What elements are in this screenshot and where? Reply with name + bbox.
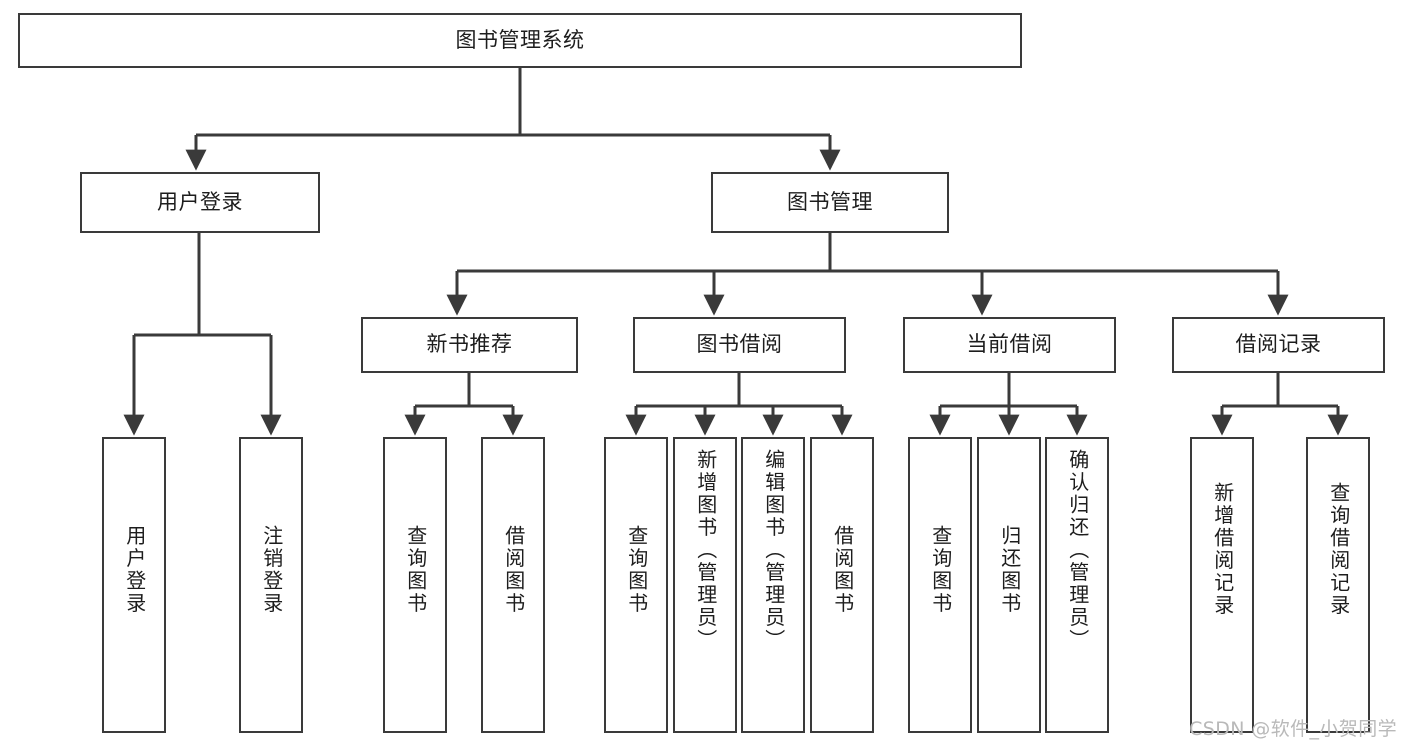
node-leaf-label: 新增借阅记录 <box>1210 482 1235 617</box>
node-book-borrow[interactable]: 图书借阅 <box>633 317 846 373</box>
node-leaf-user-login-logout[interactable]: 注销登录 <box>239 437 303 733</box>
node-book-management-label: 图书管理 <box>787 189 873 214</box>
node-user-login[interactable]: 用户登录 <box>80 172 320 233</box>
node-current-borrow-label: 当前借阅 <box>966 332 1053 357</box>
node-leaf-currentborrow-confirm-return[interactable]: 确认归还（管理员） <box>1045 437 1109 733</box>
node-leaf-bookborrow-add-book[interactable]: 新增图书（管理员） <box>673 437 737 733</box>
node-leaf-borrowrecord-query-record[interactable]: 查询借阅记录 <box>1306 437 1370 733</box>
node-root-system[interactable]: 图书管理系统 <box>18 13 1022 68</box>
csdn-watermark: CSDN @软件_小贺同学 <box>1189 718 1397 740</box>
node-leaf-bookborrow-query-book[interactable]: 查询图书 <box>604 437 668 733</box>
node-leaf-label: 编辑图书（管理员） <box>761 449 786 652</box>
node-new-book-recommend-label: 新书推荐 <box>426 332 513 357</box>
node-leaf-bookborrow-edit-book[interactable]: 编辑图书（管理员） <box>741 437 805 733</box>
node-leaf-label: 查询图书 <box>624 525 649 615</box>
node-leaf-newbook-query-book[interactable]: 查询图书 <box>383 437 447 733</box>
node-leaf-currentborrow-return-book[interactable]: 归还图书 <box>977 437 1041 733</box>
node-borrow-record-label: 借阅记录 <box>1235 332 1322 357</box>
node-leaf-label: 查询图书 <box>928 525 953 615</box>
node-root-system-label: 图书管理系统 <box>455 27 585 52</box>
node-book-borrow-label: 图书借阅 <box>696 332 783 357</box>
node-leaf-newbook-borrow-book[interactable]: 借阅图书 <box>481 437 545 733</box>
node-current-borrow[interactable]: 当前借阅 <box>903 317 1116 373</box>
node-leaf-label: 用户登录 <box>122 525 147 615</box>
node-user-login-label: 用户登录 <box>157 189 243 214</box>
node-book-management[interactable]: 图书管理 <box>711 172 949 233</box>
node-borrow-record[interactable]: 借阅记录 <box>1172 317 1385 373</box>
node-leaf-label: 查询图书 <box>403 525 428 615</box>
node-leaf-currentborrow-query-book[interactable]: 查询图书 <box>908 437 972 733</box>
node-leaf-label: 借阅图书 <box>830 525 855 615</box>
node-leaf-label: 确认归还（管理员） <box>1065 449 1090 652</box>
node-leaf-user-login-login[interactable]: 用户登录 <box>102 437 166 733</box>
node-leaf-label: 注销登录 <box>259 525 284 615</box>
node-new-book-recommend[interactable]: 新书推荐 <box>361 317 578 373</box>
node-leaf-bookborrow-borrow-book[interactable]: 借阅图书 <box>810 437 874 733</box>
node-leaf-label: 借阅图书 <box>501 525 526 615</box>
node-leaf-label: 查询借阅记录 <box>1326 482 1351 617</box>
node-leaf-label: 新增图书（管理员） <box>693 449 718 652</box>
node-leaf-borrowrecord-add-record[interactable]: 新增借阅记录 <box>1190 437 1254 733</box>
node-leaf-label: 归还图书 <box>997 525 1022 615</box>
